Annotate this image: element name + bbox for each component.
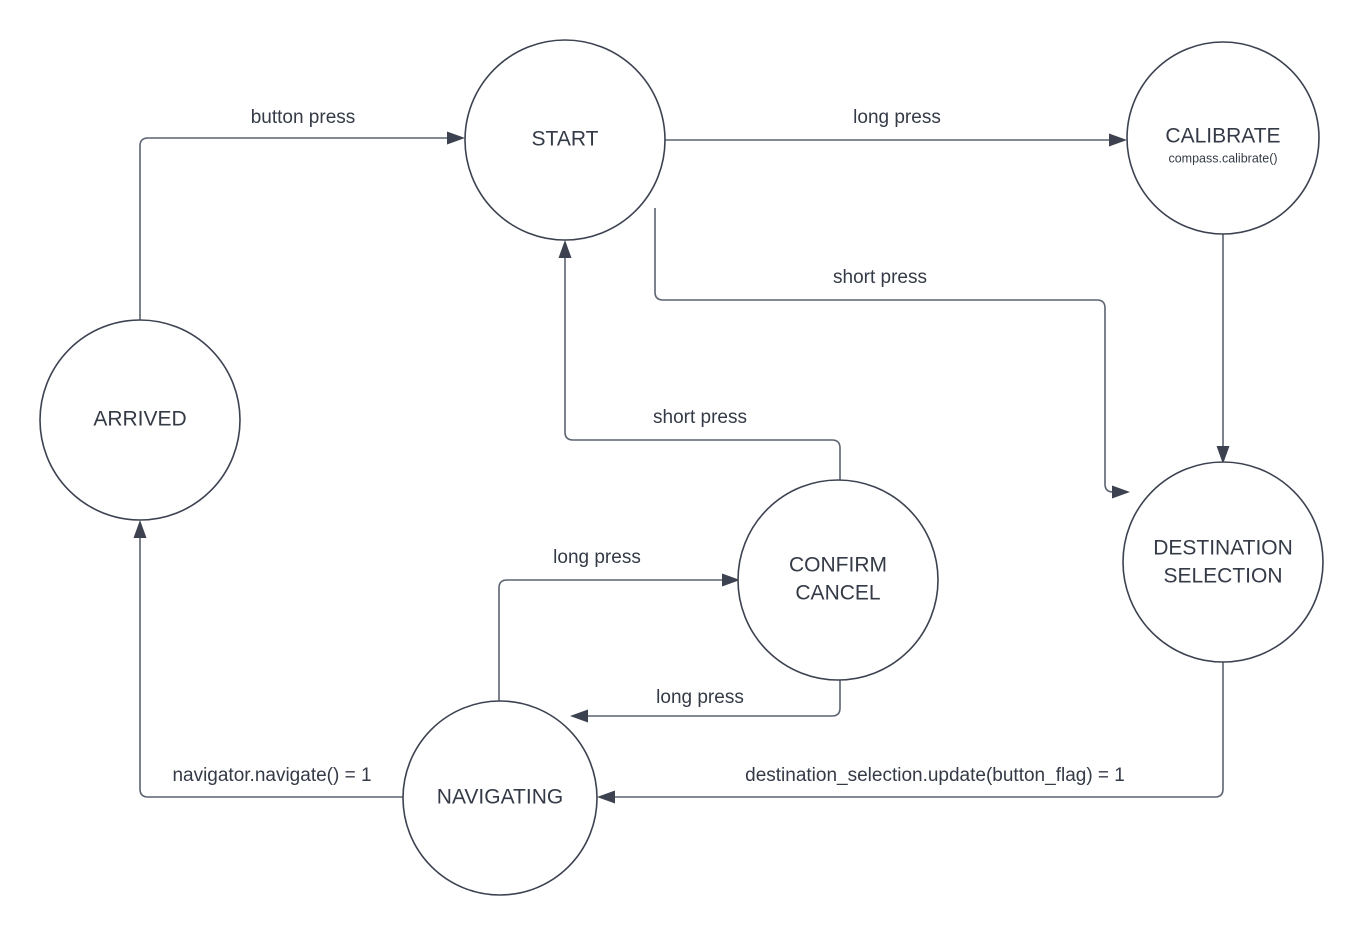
edge-path-navigating-to-arrived: [139, 532, 403, 798]
edge-confirmcancel-to-navigating: long press: [570, 678, 841, 723]
node-confirm-cancel-sublabel: CANCEL: [795, 582, 880, 605]
node-navigating-circle[interactable]: [402, 700, 598, 896]
node-calibrate[interactable]: CALIBRATE compass.calibrate(): [1126, 41, 1320, 235]
node-calibrate-label: CALIBRATE: [1165, 125, 1280, 148]
edge-path-navigating-to-confirmcancel: [498, 579, 728, 706]
node-calibrate-circle[interactable]: [1126, 41, 1320, 235]
node-destination-selection-label: DESTINATION: [1153, 537, 1293, 560]
node-confirm-cancel-label: CONFIRM: [789, 554, 887, 577]
edge-label-short-press-destination: short press: [833, 267, 927, 288]
node-confirm-cancel[interactable]: CONFIRM CANCEL: [737, 479, 939, 681]
node-arrived[interactable]: ARRIVED: [39, 319, 241, 521]
edge-confirmcancel-to-start: short press: [558, 240, 841, 480]
node-destination-selection[interactable]: DESTINATION SELECTION: [1122, 461, 1324, 663]
edge-label-destination-update: destination_selection.update(button_flag…: [745, 765, 1125, 786]
edge-calibrate-to-destination: [1216, 234, 1230, 464]
edge-path-destination-to-navigating: [609, 662, 1224, 798]
edge-arrived-to-start: button press: [139, 107, 465, 320]
edge-path-confirmcancel-to-navigating: [582, 678, 841, 717]
edge-label-long-press-calibrate: long press: [853, 107, 941, 128]
arrow-head-destination-left: [1112, 485, 1130, 499]
node-navigating-label: NAVIGATING: [437, 786, 563, 809]
edge-label-short-press-start: short press: [653, 407, 747, 428]
edge-start-to-destination: short press: [654, 208, 1130, 499]
arrow-head-arrived-bottom: [133, 520, 147, 538]
node-calibrate-sublabel: compass.calibrate(): [1168, 151, 1277, 165]
edge-label-navigator-navigate: navigator.navigate() = 1: [172, 765, 371, 786]
edge-label-long-press-to-navigating: long press: [656, 687, 744, 708]
node-destination-selection-sublabel: SELECTION: [1163, 565, 1282, 588]
node-start[interactable]: START: [464, 39, 666, 241]
node-start-label: START: [532, 128, 599, 151]
edge-path-confirmcancel-to-start: [564, 252, 841, 480]
arrow-head-start-left: [447, 131, 465, 145]
arrow-head-navigating-upperright: [570, 709, 588, 723]
arrow-head-destination-top: [1216, 446, 1230, 464]
edge-destination-to-navigating: destination_selection.update(button_flag…: [597, 662, 1224, 804]
arrow-head-start-bottom: [558, 240, 572, 258]
edge-path-arrived-to-start: [139, 137, 455, 320]
arrow-head-confirmcancel-left: [722, 573, 740, 587]
node-navigating[interactable]: NAVIGATING: [402, 700, 598, 896]
edge-label-long-press-to-confirm: long press: [553, 547, 641, 568]
node-confirm-cancel-circle[interactable]: [737, 479, 939, 681]
node-destination-selection-circle[interactable]: [1122, 461, 1324, 663]
node-arrived-circle[interactable]: [39, 319, 241, 521]
node-start-circle[interactable]: [464, 39, 666, 241]
edge-label-button-press: button press: [251, 107, 356, 128]
edge-start-to-calibrate: long press: [665, 107, 1127, 147]
edge-path-start-to-destination: [654, 208, 1118, 493]
node-arrived-label: ARRIVED: [93, 408, 186, 431]
arrow-head-calibrate-left: [1109, 133, 1127, 147]
arrow-head-navigating-right: [597, 790, 615, 804]
edge-navigating-to-arrived: navigator.navigate() = 1: [133, 520, 403, 798]
edge-navigating-to-confirmcancel: long press: [498, 547, 740, 706]
